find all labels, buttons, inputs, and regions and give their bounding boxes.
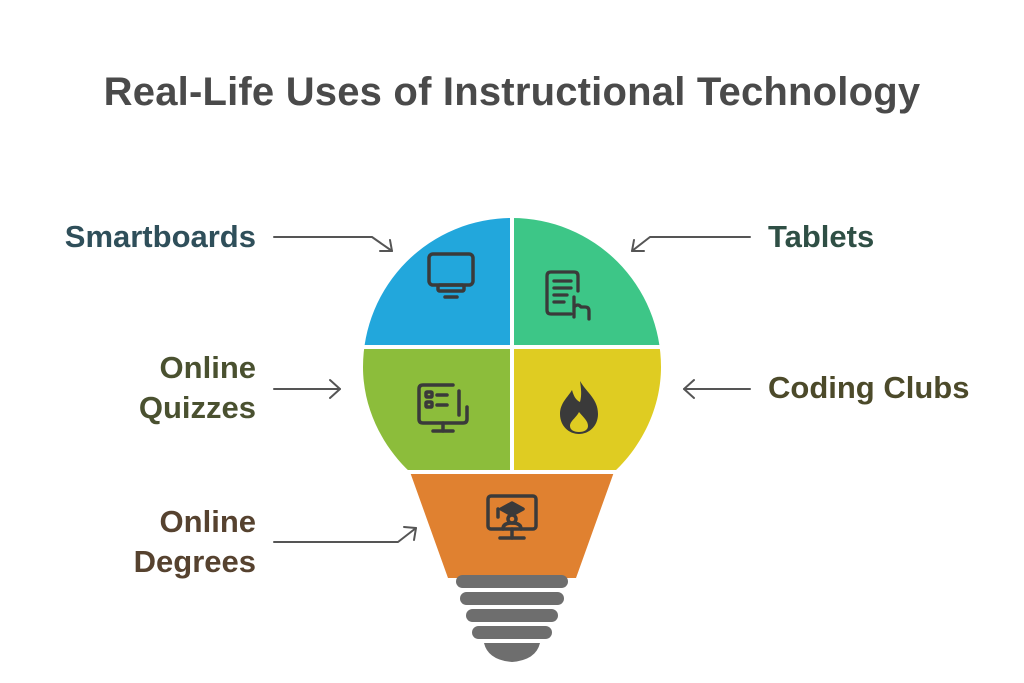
diagram-title: Real-Life Uses of Instructional Technolo…	[103, 70, 921, 114]
label-online-quizzes-line-2: Quizzes	[138, 390, 256, 425]
arrow-online-degrees	[273, 526, 417, 543]
fire-icon	[560, 381, 598, 434]
tablet-touch-icon	[545, 270, 591, 321]
arrows	[273, 236, 751, 543]
label-online-degrees-line-2: Degrees	[133, 544, 256, 579]
label-online-degrees: Online Degrees	[20, 502, 256, 582]
label-smartboards: Smartboards	[20, 217, 256, 257]
arrow-smartboards	[273, 236, 393, 252]
label-online-quizzes-line-1: Online	[159, 350, 256, 385]
arrow-tablets	[631, 236, 751, 252]
segment-online-quizzes	[363, 347, 512, 472]
segment-smartboards	[363, 218, 512, 347]
bulb-base	[456, 575, 568, 662]
arrow-coding-clubs	[683, 379, 751, 399]
label-smartboards-line-1: Smartboards	[64, 219, 256, 254]
computer-quiz-icon	[417, 383, 469, 433]
label-tablets: Tablets	[768, 217, 988, 257]
label-online-degrees-line-1: Online	[159, 504, 256, 539]
segment-tablets	[512, 218, 661, 347]
label-coding-clubs-line-1: Coding Clubs	[768, 370, 970, 405]
label-coding-clubs: Coding Clubs	[768, 368, 1008, 408]
arrow-online-quizzes	[273, 379, 341, 399]
label-tablets-line-1: Tablets	[768, 219, 875, 254]
monitor-icon	[427, 252, 475, 299]
label-online-quizzes: Online Quizzes	[20, 348, 256, 428]
graduate-monitor-icon	[486, 494, 538, 540]
segment-dividers	[360, 214, 664, 474]
